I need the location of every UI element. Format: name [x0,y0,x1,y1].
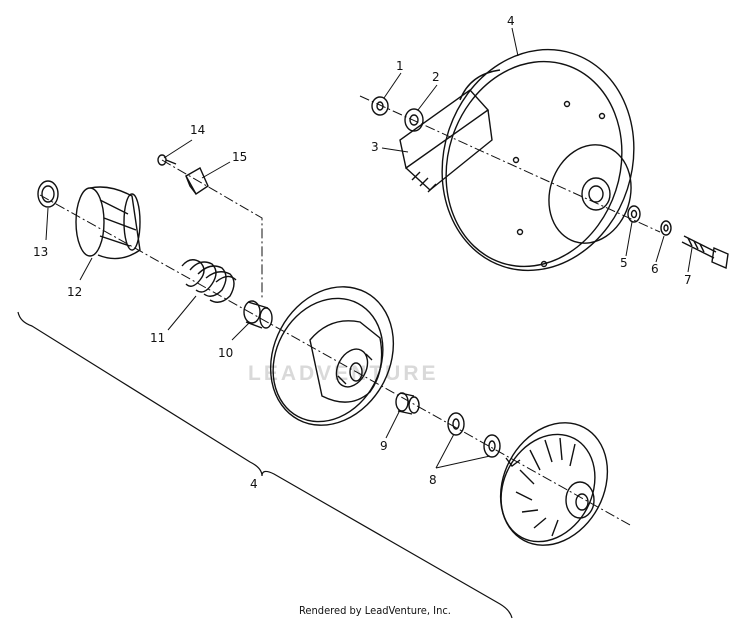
callout-12: 12 [67,285,83,299]
axis-line-bolt [161,159,263,300]
callout-3: 3 [371,140,379,154]
callout-15: 15 [232,150,248,164]
watermark-text: LEADVENTURE [248,362,439,385]
part-2-washer [404,108,424,132]
footer-credit: Rendered by LeadVenture, Inc. [299,604,451,617]
part-12-cam [75,186,141,260]
axis-line-lower [39,194,631,526]
part-15-button [185,167,209,196]
leader-lines [45,27,693,469]
part-1-washer [371,96,389,116]
part-8-washers [447,412,501,458]
callout-13: 13 [33,245,49,259]
part-13-retaining-ring [37,180,59,208]
callout-6: 6 [651,262,659,276]
part-6-lockwasher [660,220,672,236]
part-11-spring [181,259,237,303]
callout-7: 7 [684,273,692,287]
callout-8: 8 [429,473,437,487]
callout-5: 5 [620,256,628,270]
callout-4-bottom: 4 [250,477,258,491]
part-14-screw [157,154,177,166]
callout-10: 10 [218,346,234,360]
part-9-spacer [395,392,420,415]
callout-1: 1 [396,59,404,73]
part-5-washer [627,205,641,223]
callout-11: 11 [150,331,166,345]
callout-2: 2 [432,70,440,84]
callout-9: 9 [380,439,388,453]
part-7-bolt [681,235,729,270]
movable-sheave [269,286,395,426]
fixed-sheave [499,422,609,546]
part-4-pulley [441,48,635,272]
callout-14: 14 [190,123,206,137]
callout-4-top: 4 [507,14,515,28]
assembly-bracket [17,311,513,619]
